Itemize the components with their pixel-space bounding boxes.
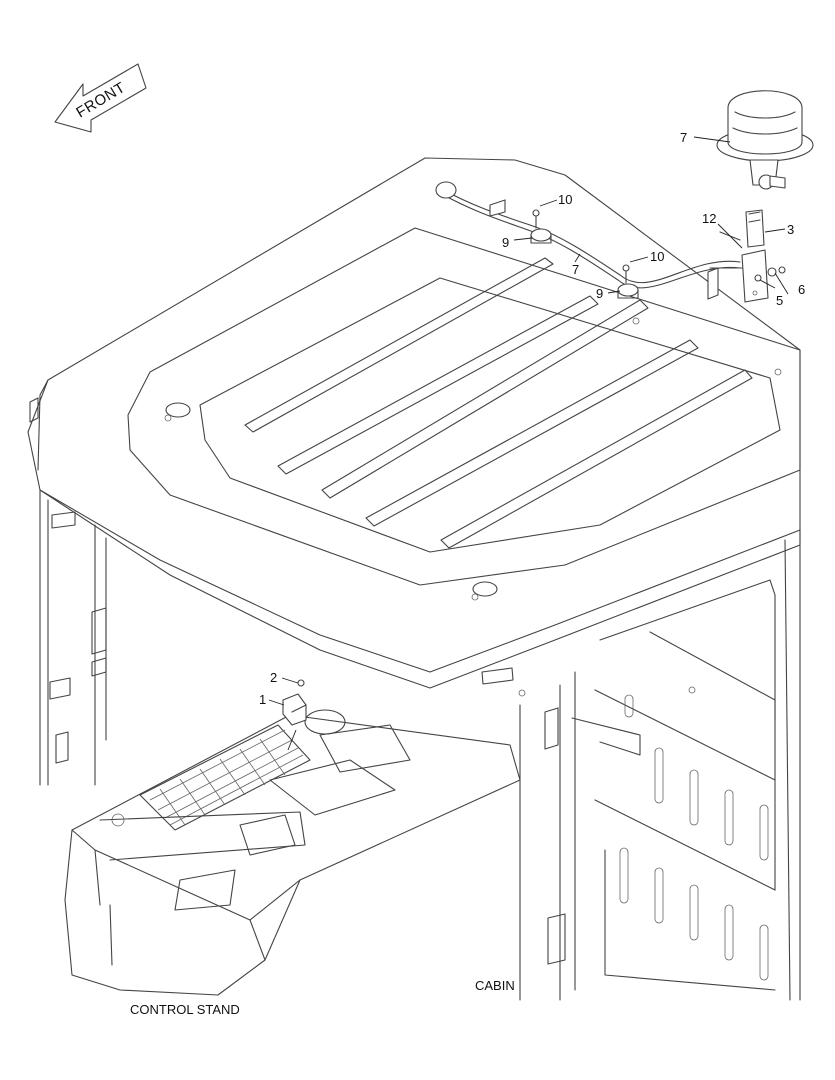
beacon-light	[716, 90, 814, 190]
control-stand	[64, 709, 521, 996]
callout-10-upper: 10	[558, 192, 572, 207]
control-stand-label: CONTROL STAND	[130, 1002, 240, 1017]
callout-5: 6	[798, 282, 805, 297]
callout-1: 1	[259, 692, 266, 707]
front-arrow: FRONT	[54, 63, 147, 133]
callout-9-lower: 9	[596, 286, 603, 301]
switch-part	[282, 679, 307, 726]
cabin-label: CABIN	[475, 978, 515, 993]
callout-10-lower: 10	[650, 249, 664, 264]
cabin-structure	[39, 489, 801, 1001]
callout-9-upper: 9	[502, 235, 509, 250]
leader-lines	[268, 136, 789, 751]
callout-12: 12	[702, 211, 716, 226]
callout-7: 7	[680, 130, 687, 145]
callout-3: 3	[787, 222, 794, 237]
callout-4: 5	[776, 293, 783, 308]
mounting-bracket	[707, 209, 786, 303]
wire-harness	[435, 181, 741, 299]
callout-6: 7	[572, 262, 579, 277]
cabin-roof	[27, 157, 801, 697]
callout-2: 2	[270, 670, 277, 685]
callout-numbers: 7 12 3 6 5 10 9 7 10 9 2 1	[259, 130, 805, 707]
